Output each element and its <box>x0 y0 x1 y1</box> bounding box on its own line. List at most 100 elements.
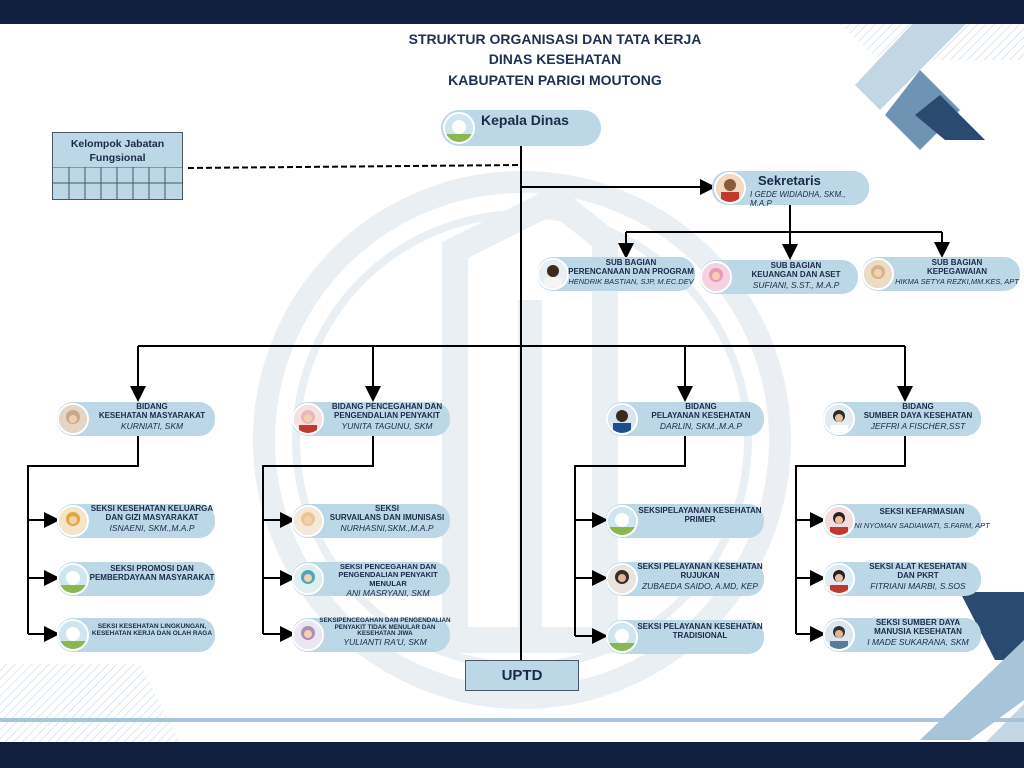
seksi-kesga-gizi-box: SEKSI KESEHATAN KELUARGA DAN GIZI MASYAR… <box>57 504 215 538</box>
avatar <box>823 403 855 435</box>
avatar <box>57 403 89 435</box>
landscape-placeholder-icon <box>57 563 89 595</box>
seksi-alkes-box: SEKSI ALAT KESEHATAN DAN PKRT FITRIANI M… <box>823 562 981 596</box>
subbagian-name: HENDRIK BASTIAN, SJP, M.EC.DEV <box>568 276 694 286</box>
bidang-name: KURNIATI, SKM <box>120 420 184 431</box>
seksi-label-l2: RUJUKAN <box>680 570 720 580</box>
avatar <box>714 172 746 204</box>
seksi-name: NURHASNI,SKM.,M.A.P <box>340 522 434 533</box>
seksi-label-l1: SEKSI PELAYANAN KESEHATAN <box>637 562 763 571</box>
avatar <box>823 619 855 651</box>
subbagian-name: SUFIANI, S.ST., M.A.P <box>752 279 840 290</box>
seksi-label-l1: SEKSI PENCEGAHAN DAN <box>339 562 437 571</box>
seksi-name: ISNAENI, SKM.,M.A.P <box>109 522 195 533</box>
seksi-label-l1: SEKSIPENCEGAHAN DAN PENGENDALIAN <box>319 617 451 624</box>
bottom-bar <box>0 742 1024 768</box>
seksi-surveilans-box: SEKSI SURVAILANS DAN IMUNISASI NURHASNI,… <box>292 504 450 538</box>
seksi-label-l1: SEKSI PELAYANAN KESEHATAN <box>637 622 763 631</box>
landscape-placeholder-icon <box>606 621 638 653</box>
bidang-sdk-box: BIDANG SUMBER DAYA KESEHATAN JEFFRI A FI… <box>823 402 981 436</box>
bidang-label-l2: SUMBER DAYA KESEHATAN <box>863 410 973 420</box>
sekretaris-box: Sekretaris I GEDE WIDIADHA, SKM., M.A.P <box>712 171 869 208</box>
uptd-label: UPTD <box>501 667 543 684</box>
seksi-label-l2: PENGENDALIAN PENYAKIT MENULAR <box>338 570 438 588</box>
subbagian-name: HIKMA SETYA REZKI,MM.KES, APT <box>895 276 1019 286</box>
avatar <box>292 563 324 595</box>
seksi-kesling-box: SEKSI KESEHATAN LINGKUNGAN, KESEHATAN KE… <box>57 618 215 652</box>
avatar <box>823 563 855 595</box>
seksi-yankes-primer-box: SEKSIPELAYANAN KESEHATAN PRIMER <box>606 504 764 538</box>
subbagian-label-l1: SUB BAGIAN <box>770 261 822 270</box>
avatar <box>700 261 732 293</box>
seksi-label-l2: PEMBERDAYAAN MASYARAKAT <box>89 572 215 582</box>
bidang-label-l1: BIDANG <box>685 402 717 411</box>
avatar <box>823 505 855 537</box>
bidang-kesmas-box: BIDANG KESEHATAN MASYARAKAT KURNIATI, SK… <box>57 402 215 436</box>
seksi-label-l1: SEKSIPELAYANAN KESEHATAN <box>638 506 762 515</box>
seksi-label-l1: SEKSI SUMBER DAYA <box>875 618 961 627</box>
avatar <box>606 563 638 595</box>
seksi-kefarmasian-box: SEKSI KEFARMASIAN NI NYOMAN SADIAWATI, S… <box>823 504 990 538</box>
seksi-label-l2: PRIMER <box>684 514 716 524</box>
seksi-yankes-rujukan-box: SEKSI PELAYANAN KESEHATAN RUJUKAN ZUBAED… <box>606 562 764 596</box>
bidang-label-l2: PELAYANAN KESEHATAN <box>651 410 751 420</box>
seksi-label-l1: SEKSI KEFARMASIAN <box>879 507 965 516</box>
kelompok-jabatan-fungsional-box: Kelompok Jabatan Fungsional <box>52 132 183 200</box>
bidang-label-l2: PENGENDALIAN PENYAKIT <box>334 410 440 420</box>
avatar <box>862 258 894 290</box>
seksi-name: I MADE SUKARANA, SKM <box>867 636 969 647</box>
seksi-label-l2: MANUSIA KESEHATAN <box>874 626 962 636</box>
seksi-sdmk-box: SEKSI SUMBER DAYA MANUSIA KESEHATAN I MA… <box>823 618 981 652</box>
sekretaris-label: Sekretaris <box>758 173 821 188</box>
seksi-label-l2: KESEHATAN KERJA DAN OLAH RAGA <box>91 630 213 638</box>
seksi-p2ptm-box: SEKSIPENCEGAHAN DAN PENGENDALIAN PENYAKI… <box>292 617 451 652</box>
title-line-2: DINAS KESEHATAN <box>488 51 622 67</box>
avatar <box>537 258 569 290</box>
seksi-label-l1: SEKSI KESEHATAN LINGKUNGAN, <box>97 623 207 630</box>
seksi-label-l2: DAN PKRT <box>897 570 939 580</box>
seksi-name: ANI MASRYANI, SKM <box>346 587 430 598</box>
kelompok-grid <box>53 167 182 199</box>
seksi-promkes-box: SEKSI PROMOSI DAN PEMBERDAYAAN MASYARAKA… <box>57 562 215 596</box>
seksi-label-l1: SEKSI PROMOSI DAN <box>110 564 194 573</box>
sekretaris-name: I GEDE WIDIADHA, SKM., M.A.P <box>750 190 846 208</box>
seksi-label-l3: KESEHATAN JIWA <box>357 630 413 638</box>
seksi-p2pm-box: SEKSI PENCEGAHAN DAN PENGENDALIAN PENYAK… <box>292 562 450 598</box>
bidang-name: DARLIN, SKM.,M.A.P <box>659 420 743 431</box>
seksi-label-l1: SEKSI KESEHATAN KELUARGA <box>90 504 214 513</box>
subbagian-label-l2: KEPEGAWAIAN <box>926 266 987 276</box>
seksi-name: FITRIANI MARBI, S.SOS <box>870 580 966 591</box>
bidang-label-l1: BIDANG <box>136 402 168 411</box>
bottom-accent-line <box>0 718 1024 722</box>
title-line-1: STRUKTUR ORGANISASI DAN TATA KERJA <box>408 31 702 47</box>
bidang-label-l1: BIDANG PENCEGAHAN DAN <box>331 402 443 411</box>
bidang-label-l1: BIDANG <box>902 402 934 411</box>
bidang-name: JEFFRI A FISCHER,SST <box>870 420 966 431</box>
seksi-label-l2: SURVAILANS DAN IMUNISASI <box>329 512 445 522</box>
seksi-label-l2: PENYAKIT TIDAK MENULAR DAN <box>334 623 436 631</box>
subbagian-label-l2: KEUANGAN DAN ASET <box>751 269 841 279</box>
bidang-label-l2: KESEHATAN MASYARAKAT <box>98 410 206 420</box>
avatar <box>292 505 324 537</box>
kepala-dinas-box: Kepala Dinas <box>441 110 601 146</box>
subbagian-kepegawaian-box: SUB BAGIAN KEPEGAWAIAN HIKMA SETYA REZKI… <box>862 257 1020 291</box>
bidang-p2p-box: BIDANG PENCEGAHAN DAN PENGENDALIAN PENYA… <box>292 402 450 436</box>
bidang-name: YUNITA TAGUNU, SKM <box>341 420 433 431</box>
subbagian-label-l2: PERENCANAAN DAN PROGRAM <box>568 266 694 276</box>
seksi-label-l2: DAN GIZI MASYARAKAT <box>105 512 199 522</box>
landscape-placeholder-icon <box>57 619 89 651</box>
uptd-box: UPTD <box>465 660 579 691</box>
bidang-yankes-box: BIDANG PELAYANAN KESEHATAN DARLIN, SKM.,… <box>606 402 764 436</box>
subbagian-label-l1: SUB BAGIAN <box>931 258 983 267</box>
kelompok-label-line-2: Fungsional <box>89 152 146 165</box>
seksi-yankes-tradisional-box: SEKSI PELAYANAN KESEHATAN TRADISIONAL <box>606 620 764 654</box>
seksi-label-l1: SEKSI <box>374 504 399 513</box>
seksi-name: YULIANTI RA'U, SKM <box>343 636 427 647</box>
top-bar <box>0 0 1024 24</box>
subbagian-perencanaan-box: SUB BAGIAN PERENCANAAN DAN PROGRAM HENDR… <box>537 257 695 291</box>
avatar <box>292 619 324 651</box>
avatar <box>292 403 324 435</box>
subbagian-label-l1: SUB BAGIAN <box>605 258 657 267</box>
